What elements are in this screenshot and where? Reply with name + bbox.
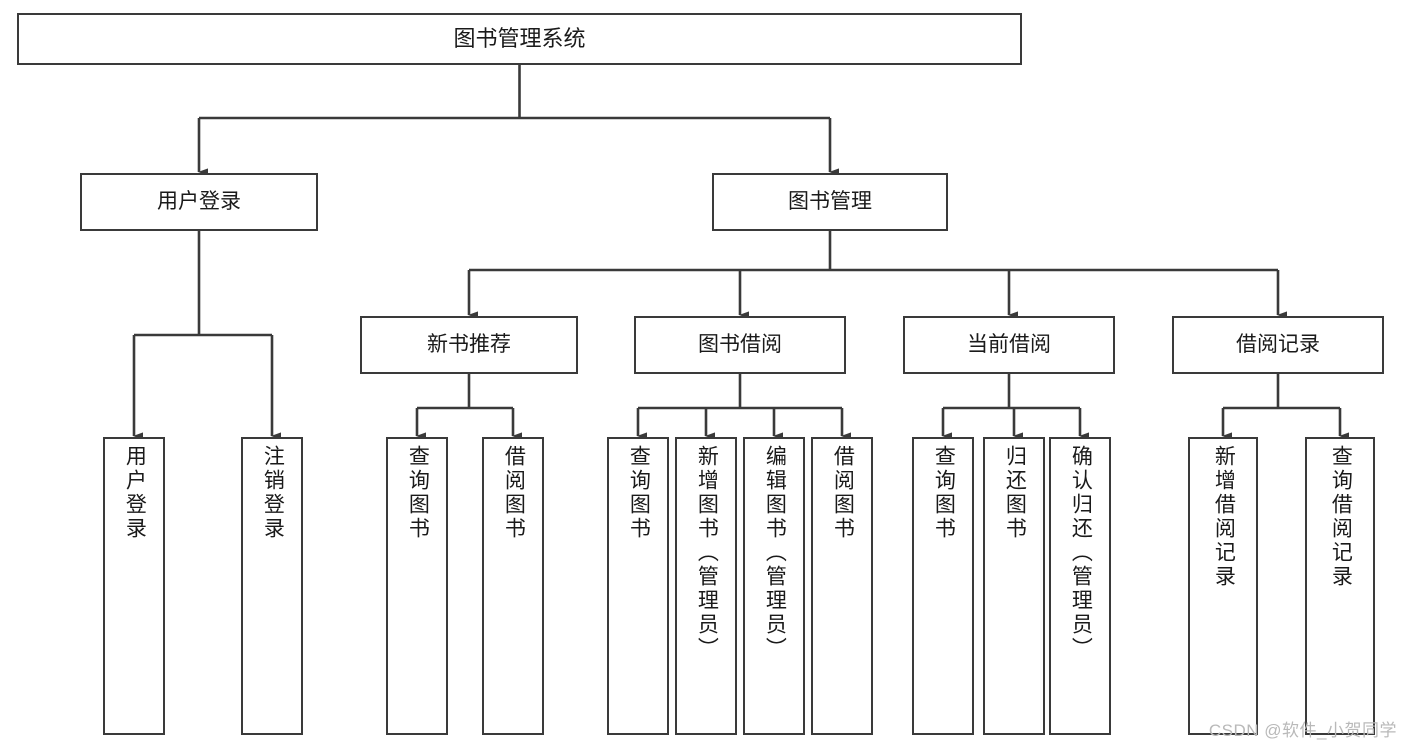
node-label: 新增借阅记录: [1212, 445, 1236, 589]
node-label: 查询借阅记录: [1329, 445, 1353, 589]
node-l_bor_add: 新增图书（管理员）: [675, 437, 737, 735]
node-l_cur_query: 查询图书: [912, 437, 974, 735]
node-label: 查询图书: [406, 445, 430, 541]
node-book_manage: 图书管理: [712, 173, 948, 231]
node-label: 借阅图书: [502, 445, 526, 541]
node-l_bor_edit: 编辑图书（管理员）: [743, 437, 805, 735]
node-label: 归还图书: [1003, 445, 1027, 541]
node-label: 借阅记录: [1236, 332, 1320, 356]
node-l_cur_return: 归还图书: [983, 437, 1045, 735]
node-current: 当前借阅: [903, 316, 1115, 374]
node-label: 新增图书（管理员）: [695, 445, 719, 661]
node-label: 当前借阅: [967, 332, 1051, 356]
node-l_bor_query: 查询图书: [607, 437, 669, 735]
node-label: 编辑图书（管理员）: [763, 445, 787, 661]
node-label: 查询图书: [932, 445, 956, 541]
node-l_rec_borrow: 借阅图书: [482, 437, 544, 735]
node-borrow: 图书借阅: [634, 316, 846, 374]
node-l_rcd_query: 查询借阅记录: [1305, 437, 1375, 735]
node-label: 图书管理系统: [453, 26, 586, 52]
node-user_login: 用户登录: [80, 173, 318, 231]
node-label: 图书管理: [788, 189, 872, 213]
node-records: 借阅记录: [1172, 316, 1384, 374]
node-l_rcd_add: 新增借阅记录: [1188, 437, 1258, 735]
node-label: 查询图书: [627, 445, 651, 541]
node-l_user_login: 用户登录: [103, 437, 165, 735]
node-label: 用户登录: [157, 189, 241, 213]
node-l_bor_borrow: 借阅图书: [811, 437, 873, 735]
node-label: 借阅图书: [831, 445, 855, 541]
node-label: 确认归还（管理员）: [1069, 445, 1093, 661]
node-label: 图书借阅: [698, 332, 782, 356]
node-root: 图书管理系统: [17, 13, 1022, 65]
node-l_cur_confirm: 确认归还（管理员）: [1049, 437, 1111, 735]
node-label: 用户登录: [123, 445, 147, 541]
node-l_user_logout: 注销登录: [241, 437, 303, 735]
node-label: 注销登录: [261, 445, 285, 541]
node-l_rec_query: 查询图书: [386, 437, 448, 735]
node-new_rec: 新书推荐: [360, 316, 578, 374]
node-label: 新书推荐: [427, 332, 511, 356]
